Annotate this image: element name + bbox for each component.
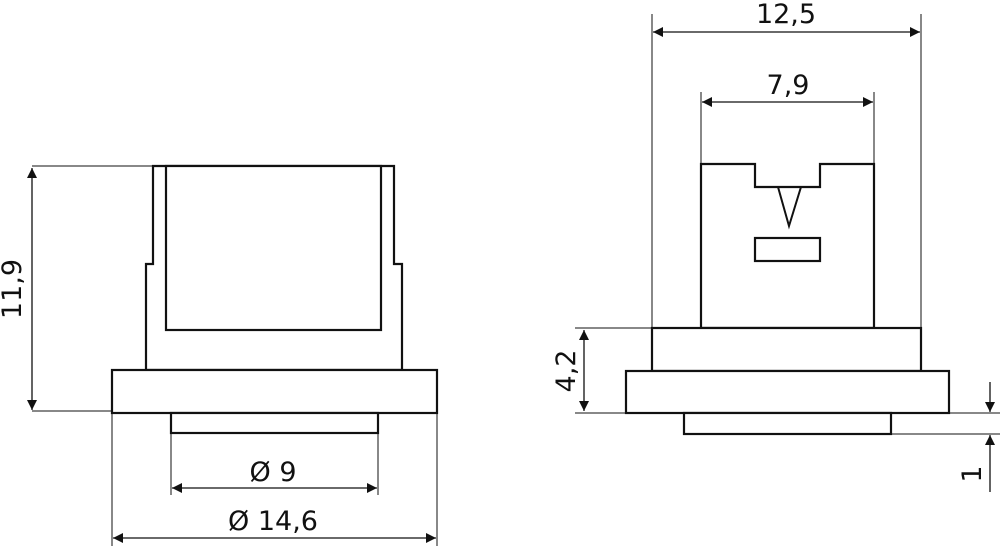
left-bottom-boss xyxy=(169,411,380,435)
dim-outer-diameter-label: Ø 14,6 xyxy=(228,506,318,537)
dim-slot-width-label: 7,9 xyxy=(767,70,810,101)
dim-width-top-label: 12,5 xyxy=(756,0,816,30)
dim-outer-diameter: Ø 14,6 xyxy=(111,413,438,546)
dim-inner-diameter-label: Ø 9 xyxy=(249,457,296,488)
dim-base-height-label: 4,2 xyxy=(551,350,582,393)
right-view: 12,5 7,9 4,2 1 xyxy=(551,0,1000,492)
dim-inner-diameter: Ø 9 xyxy=(170,433,379,495)
dim-width-top: 12,5 xyxy=(651,0,922,328)
right-slot-vee xyxy=(755,186,820,230)
dim-base-height: 4,2 xyxy=(551,327,652,414)
dim-step: 1 xyxy=(891,382,1000,492)
right-slot-insert xyxy=(753,236,822,263)
right-bottom-boss xyxy=(682,411,893,436)
right-base-plate xyxy=(650,326,923,373)
dim-step-label: 1 xyxy=(957,465,988,482)
dim-height-label: 11,9 xyxy=(0,259,28,319)
dim-slot-width: 7,9 xyxy=(700,70,875,164)
right-flange xyxy=(624,369,951,415)
dim-height: 11,9 xyxy=(0,165,153,412)
left-flange xyxy=(110,368,439,415)
left-inner-window xyxy=(164,164,383,332)
left-view: 11,9 Ø 9 Ø 14,6 xyxy=(0,164,439,546)
